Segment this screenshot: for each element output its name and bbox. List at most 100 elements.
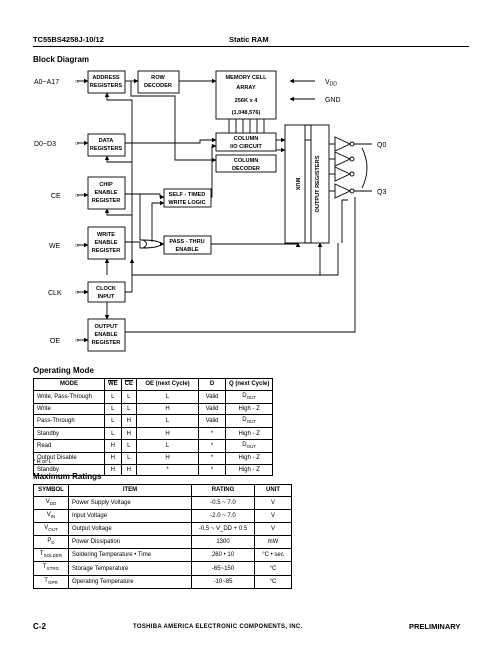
rating-cell: -0.5 ~ 7.0: [191, 495, 255, 510]
symbol-cell: VOUT: [33, 521, 69, 537]
symbol-cell: PD: [33, 535, 69, 550]
symbol-cell: TSTRG: [33, 561, 69, 576]
table-cell: DOUT: [225, 414, 274, 429]
chip-enable-label-3: REGISTER: [92, 198, 121, 204]
table-cell: L: [136, 438, 200, 454]
clock-input-label: CLOCK: [96, 286, 116, 292]
item-cell: Storage Temperature: [68, 561, 192, 576]
column-io-label: COLUMN: [234, 136, 259, 142]
operating-mode-table: MODE WE CE OE (next Cycle) D Q (next Cyc…: [33, 378, 274, 477]
table-cell: H: [120, 427, 138, 440]
table-cell: H: [120, 463, 138, 477]
pass-thru-label: PASS - THRU: [169, 239, 204, 245]
item-cell: Power Supply Voltage: [68, 495, 192, 510]
unit-cell: °C: [254, 574, 292, 589]
address-registers-label-2: REGISTERS: [90, 83, 123, 89]
address-registers-label: ADDRESS: [92, 75, 120, 81]
table-cell: L: [120, 402, 138, 416]
table-header-row: MODE WE CE OE (next Cycle) D Q (next Cyc…: [33, 378, 274, 391]
symbol-cell: TSOLDER: [33, 548, 69, 563]
table-cell: L: [120, 438, 138, 454]
table-cell: Standby: [33, 463, 105, 477]
operating-mode-title: Operating Mode: [33, 366, 94, 375]
rating-cell: 260 • 10: [191, 548, 255, 563]
table-cell: H: [136, 427, 200, 440]
column-decoder-label-2: DECODER: [232, 166, 260, 172]
rating-cell: -10~85: [191, 574, 255, 589]
self-timed-label-2: WRITE LOGIC: [168, 200, 205, 206]
pin-address: A0~A17: [34, 79, 59, 86]
memory-bits-label: (1,048,576): [232, 110, 261, 116]
output-enable-label-3: REGISTER: [92, 340, 121, 346]
data-registers-label: DATA: [99, 138, 114, 144]
chip-enable-label-2: ENABLE: [95, 190, 118, 196]
clock-input-label-2: INPUT: [98, 294, 115, 300]
pin-ce: CE: [51, 193, 61, 200]
table-cell: Write: [33, 402, 105, 416]
q0-label: Q0: [377, 142, 386, 149]
table-cell: High - Z: [225, 452, 274, 465]
table-cell: *: [136, 463, 200, 477]
col-ce: CE: [120, 378, 138, 391]
unit-cell: °C • sec: [254, 548, 292, 563]
col-d: D: [198, 378, 227, 391]
table-cell: Read: [33, 438, 105, 454]
page-header-title: Static RAM: [229, 35, 269, 44]
pass-thru-label-2: ENABLE: [176, 247, 199, 253]
unit-cell: °C: [254, 561, 292, 576]
status-label: PRELIMINARY: [409, 622, 461, 631]
memory-array-label: ARRAY: [236, 85, 256, 91]
col-we: WE: [104, 378, 122, 391]
unit-cell: mW: [254, 535, 292, 550]
table-cell: H: [104, 452, 122, 465]
symbol-cell: VIN: [33, 508, 69, 523]
mux-label: MUX: [294, 178, 300, 191]
svg-text:○: ○: [75, 141, 79, 148]
column-decoder-label: COLUMN: [234, 158, 259, 164]
pin-we: WE: [49, 243, 61, 250]
header-rule: [33, 46, 469, 47]
page-number: C-2: [33, 622, 46, 631]
pin-oe: OE: [50, 338, 60, 345]
table-cell: L: [120, 389, 138, 404]
output-registers-label: OUTPUT REGISTERS: [315, 155, 321, 212]
col-unit: UNIT: [254, 484, 292, 497]
block-diagram-title: Block Diagram: [33, 55, 90, 64]
table-cell: L: [104, 414, 122, 429]
vdd-sub: DD: [330, 82, 338, 88]
block-diagram: ADDRESS REGISTERS ROW DECODER MEMORY CEL…: [34, 70, 386, 352]
rating-cell: -65~150: [191, 561, 255, 576]
symbol-cell: TOPR: [33, 574, 69, 589]
table-cell: High - Z: [225, 463, 274, 477]
output-enable-label: OUTPUT: [95, 324, 119, 330]
gnd-label: GND: [325, 97, 341, 104]
table-cell: Valid: [198, 414, 227, 429]
col-item: ITEM: [68, 484, 192, 497]
table-cell: L: [120, 452, 138, 465]
row-decoder-label: ROW: [151, 75, 165, 81]
table-cell: *: [198, 452, 227, 465]
unit-cell: V: [254, 521, 292, 537]
table-cell: Valid: [198, 402, 227, 416]
part-number: TC55BS4258J-10/12: [33, 35, 104, 44]
table-cell: High - Z: [225, 427, 274, 440]
column-io-label-2: I/O CIRCUIT: [230, 144, 262, 150]
col-rating: RATING: [191, 484, 255, 497]
table-cell: Valid: [198, 389, 227, 404]
table-cell: *: [198, 438, 227, 454]
row-decoder-label-2: DECODER: [144, 83, 172, 89]
unit-cell: V: [254, 495, 292, 510]
table-cell: High - Z: [225, 402, 274, 416]
table-cell: H: [104, 463, 122, 477]
pin-labels: A0~A17 D0~D3 CE WE CLK OE VDD GND Q0 Q3: [34, 79, 386, 345]
